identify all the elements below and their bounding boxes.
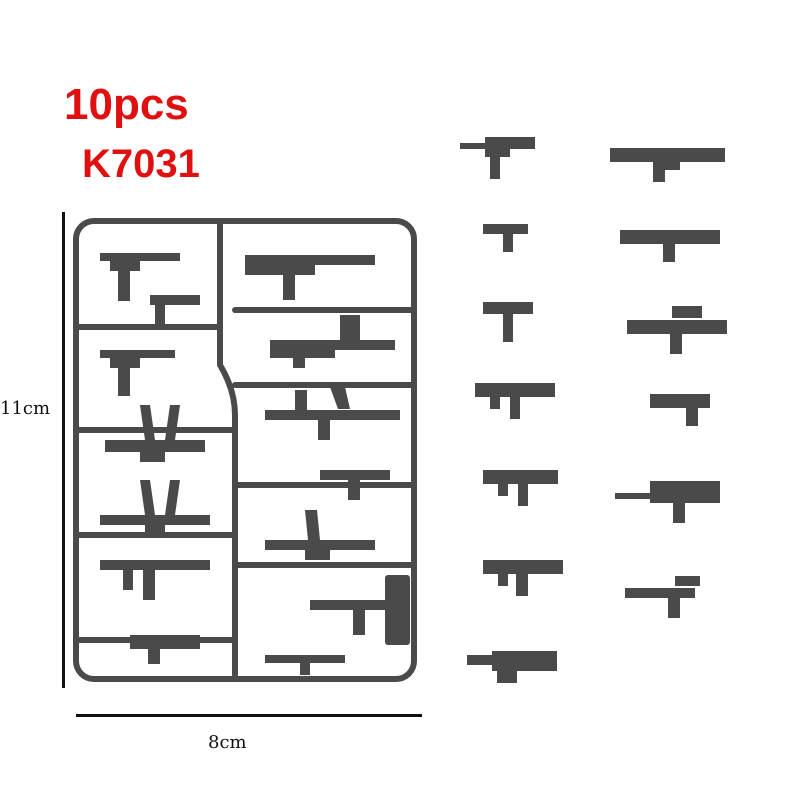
flare-pistol-icon — [645, 388, 715, 433]
scoped-rifle-icon — [622, 298, 732, 360]
ump-icon — [478, 548, 568, 603]
height-label: 11cm — [0, 398, 51, 419]
assault-rifle-icon — [605, 130, 730, 185]
carbine-icon — [615, 218, 725, 268]
mp5-icon — [470, 375, 560, 425]
width-label: 8cm — [208, 732, 247, 753]
p90-icon — [462, 645, 567, 690]
weapon-sprue-frame-icon — [70, 215, 420, 685]
machine-pistol-icon — [478, 290, 538, 350]
mp5k-icon — [478, 462, 563, 512]
height-measure-line — [62, 212, 65, 688]
pistol-icon — [478, 218, 538, 258]
model-code-label: K7031 — [82, 142, 200, 186]
width-measure-line — [76, 714, 422, 717]
scoped-pistol-icon — [620, 572, 720, 622]
quantity-label: 10pcs — [64, 80, 189, 129]
bullpup-smg-icon — [610, 468, 725, 528]
smg-suppressed-icon — [455, 128, 550, 183]
